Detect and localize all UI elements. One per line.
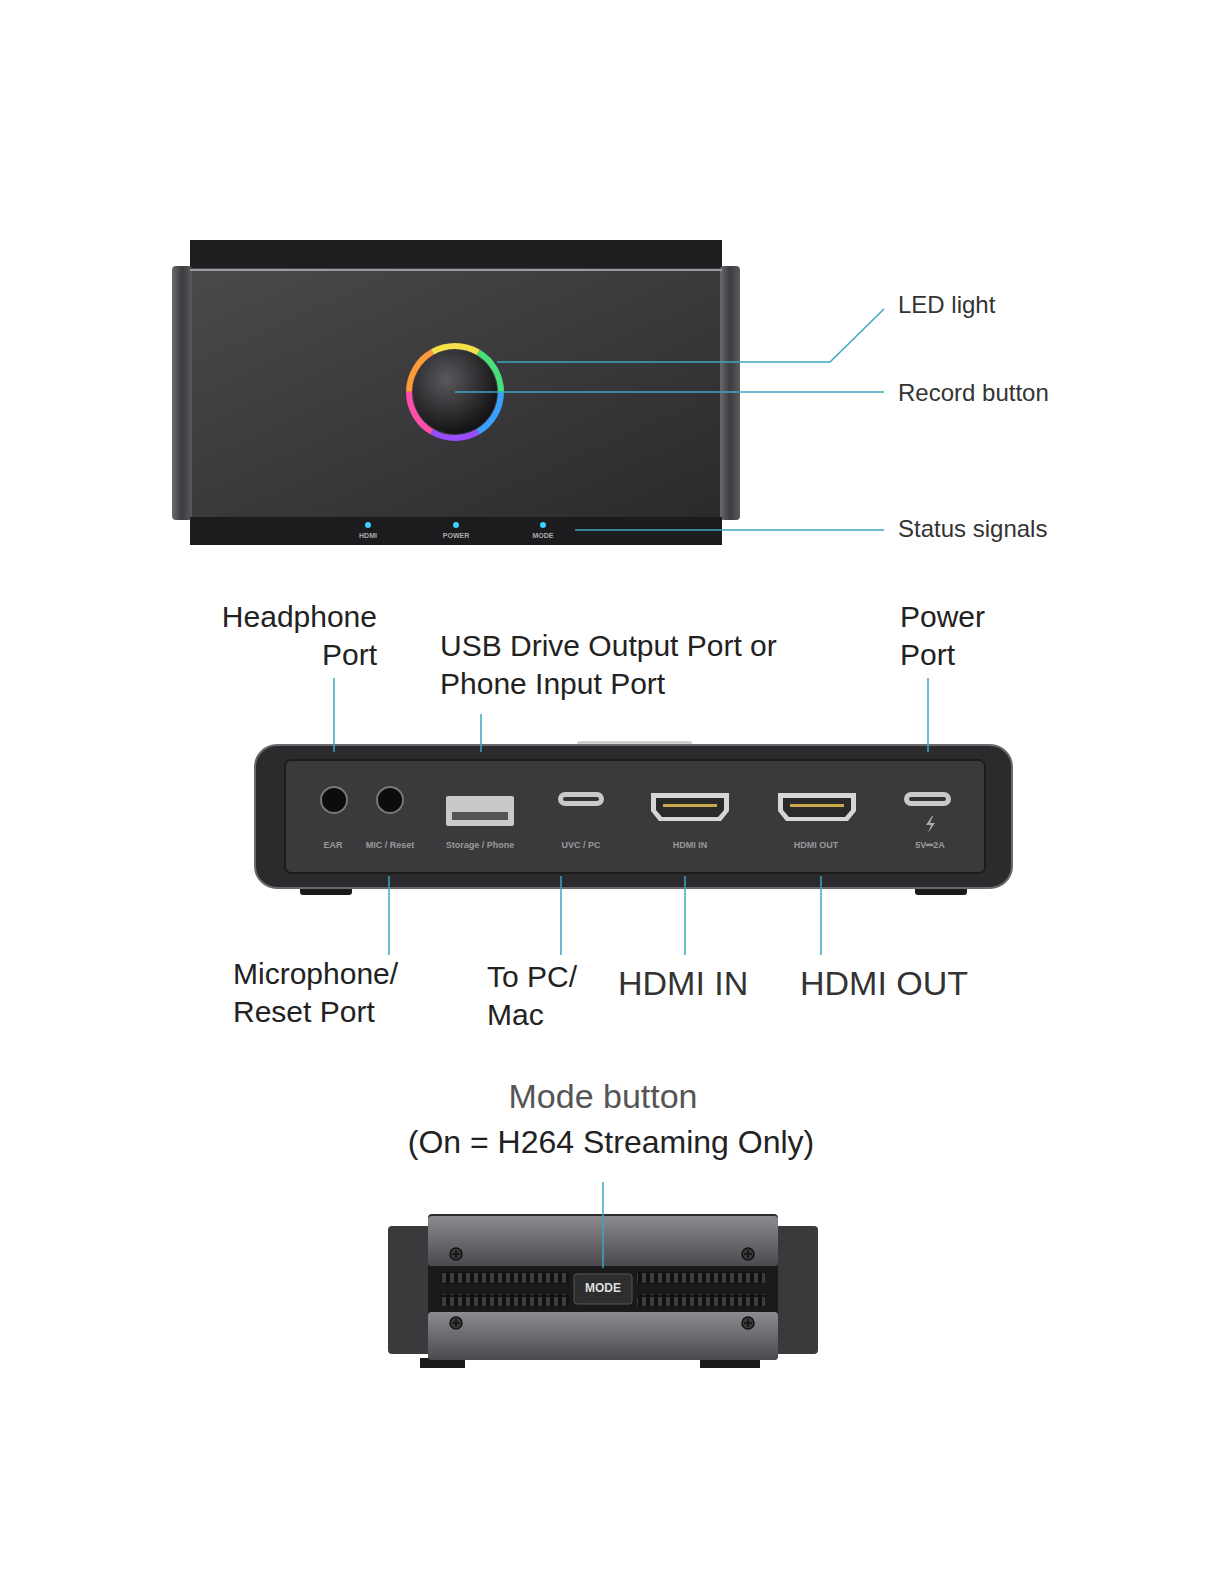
callout-label: Power Port bbox=[900, 598, 1010, 673]
status-label: POWER bbox=[436, 532, 476, 541]
port-label: Storage / Phone bbox=[430, 840, 530, 851]
callout-label: Mode button bbox=[403, 1075, 803, 1118]
port-label: HDMI IN bbox=[645, 840, 735, 851]
callout-label: HDMI OUT bbox=[800, 962, 1000, 1005]
port-label: UVC / PC bbox=[536, 840, 626, 851]
callout-label: USB Drive Output Port or Phone Input Por… bbox=[440, 627, 785, 702]
port-label: HDMI OUT bbox=[771, 840, 861, 851]
back-view bbox=[255, 741, 1012, 895]
callout-label: Headphone Port bbox=[197, 598, 377, 673]
port-label: EAR bbox=[288, 840, 378, 851]
port-label: 5V⎓2A bbox=[885, 840, 975, 851]
callout-label: Status signals bbox=[898, 514, 1158, 544]
status-label: MODE bbox=[523, 532, 563, 541]
callout-label: Record button bbox=[898, 378, 1158, 408]
callout-label: HDMI IN bbox=[618, 962, 788, 1005]
status-label: HDMI bbox=[348, 532, 388, 541]
button-label: MODE bbox=[574, 1281, 632, 1296]
callout-label: Microphone/ Reset Port bbox=[233, 955, 433, 1030]
callout-label: LED light bbox=[898, 290, 1158, 320]
callout-note: (On = H264 Streaming Only) bbox=[311, 1122, 911, 1162]
callout-label: To PC/ Mac bbox=[487, 958, 597, 1033]
port-label: MIC / Reset bbox=[345, 840, 435, 851]
